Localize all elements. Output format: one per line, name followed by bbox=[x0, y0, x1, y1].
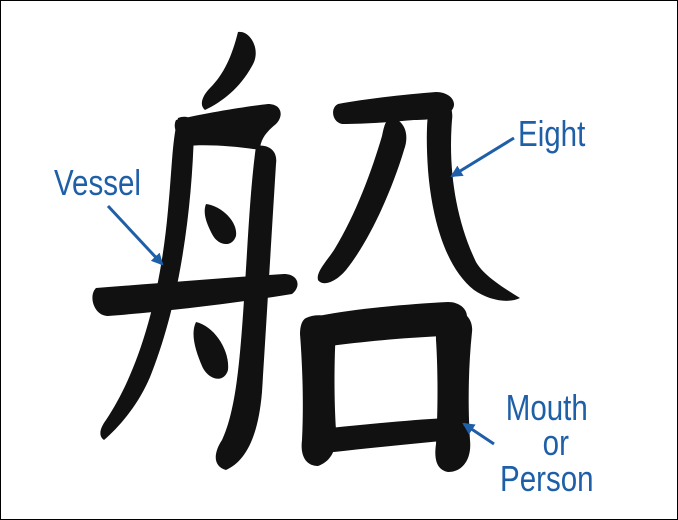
eight-right-stroke bbox=[426, 95, 520, 301]
eight-arrow bbox=[450, 136, 515, 178]
mouth-bottom-bar bbox=[323, 418, 457, 452]
vessel-top-bar bbox=[174, 104, 281, 150]
mouth-left-vertical bbox=[300, 315, 337, 466]
eight-left-stroke bbox=[317, 118, 407, 284]
vessel-left-sweep bbox=[100, 116, 195, 441]
label-vessel: Vessel bbox=[54, 162, 141, 203]
mouth-arrow bbox=[462, 422, 495, 446]
vessel-arrow bbox=[106, 204, 164, 266]
vessel-crossbar bbox=[92, 274, 298, 316]
label-mouth-line3: Person bbox=[500, 457, 594, 499]
character-glyph bbox=[92, 31, 520, 472]
mouth-top-bar bbox=[314, 302, 468, 346]
eight-top-hook bbox=[333, 92, 455, 124]
vessel-inner-dot1 bbox=[204, 204, 237, 245]
vessel-inner-dot2 bbox=[193, 322, 229, 379]
label-mouth-line2: or bbox=[542, 422, 569, 464]
label-eight: Eight bbox=[518, 113, 586, 154]
vessel-top-dot bbox=[201, 31, 256, 110]
vessel-right-vertical bbox=[215, 145, 277, 470]
mouth-right-vertical bbox=[435, 308, 473, 472]
label-mouth-or-person: Mouth or Person bbox=[500, 387, 594, 499]
label-mouth-line1: Mouth bbox=[505, 387, 588, 428]
